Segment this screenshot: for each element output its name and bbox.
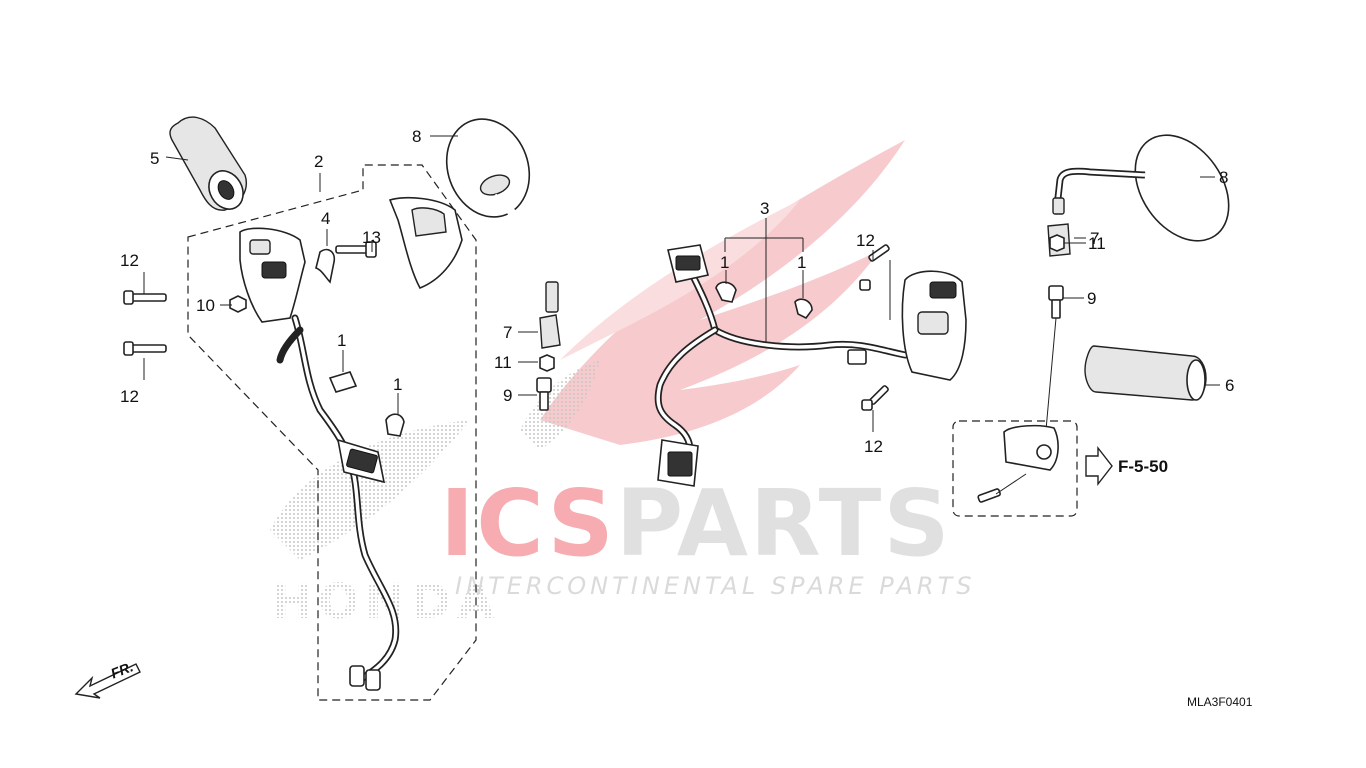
- screw-part-12-lower-left[interactable]: [123, 341, 167, 356]
- screw-part-12-upper-right[interactable]: [859, 244, 890, 291]
- brand-tagline: INTERCONTINENTAL SPARE PARTS: [455, 572, 975, 600]
- callout-9-left: 9: [503, 386, 512, 405]
- wire-clamp-part-1-right-b[interactable]: [794, 298, 813, 320]
- callout-10: 10: [196, 296, 215, 315]
- right-switch-harness[interactable]: [654, 244, 909, 487]
- callout-1-left-a: 1: [337, 331, 346, 350]
- left-grip[interactable]: [169, 116, 250, 215]
- screw-part-12-lower-right[interactable]: [861, 385, 889, 411]
- watermark: HONDA ICSPARTS INTERCONTINENTAL SPARE PA…: [270, 140, 975, 630]
- callout-12-upper-right: 12: [856, 231, 875, 250]
- wire-clamp-part-1-left-a[interactable]: [328, 371, 358, 393]
- callout-7-left: 7: [503, 323, 512, 342]
- nut-part-10[interactable]: [229, 295, 247, 313]
- wire-clamp-part-1-right-a[interactable]: [715, 281, 737, 303]
- callout-2: 2: [314, 152, 323, 171]
- leader-lines: [143, 135, 1220, 432]
- nut-part-11-left[interactable]: [539, 354, 555, 372]
- adapter-part-9-right[interactable]: [1048, 285, 1064, 319]
- callout-8-right: 8: [1219, 168, 1228, 187]
- diagram-code: MLA3F0401: [1187, 695, 1253, 709]
- brand-accent: ICS: [440, 470, 616, 577]
- front-direction-label: FR.: [108, 658, 135, 681]
- callout-1-left-b: 1: [393, 375, 402, 394]
- mirror-clamp[interactable]: [977, 424, 1059, 503]
- callout-6: 6: [1225, 376, 1234, 395]
- callout-9-right: 9: [1087, 289, 1096, 308]
- callouts: 5 2 4 13 12 10 12 1 1 8 7 11 9 3 1 1 12 …: [120, 127, 1234, 456]
- callout-11-left: 11: [494, 353, 512, 372]
- assembly-outline-left: [187, 164, 477, 701]
- cap-part-7-left[interactable]: [539, 314, 561, 349]
- left-switch-harness: [276, 314, 400, 691]
- callout-8-left: 8: [412, 127, 421, 146]
- left-switch-housing[interactable]: [239, 196, 463, 323]
- callout-5: 5: [150, 149, 159, 168]
- assembly-outline-clamp: [952, 420, 1078, 517]
- brand-rest: PARTS: [616, 470, 952, 577]
- left-mirror[interactable]: [433, 107, 559, 313]
- callout-7-right: 7: [1090, 229, 1099, 248]
- callout-12-lower-right: 12: [864, 437, 883, 456]
- right-mirror[interactable]: [1052, 118, 1248, 259]
- wire-clamp-part-1-left-b[interactable]: [385, 413, 405, 437]
- callout-12-upper-left: 12: [120, 251, 139, 270]
- callout-4: 4: [321, 209, 330, 228]
- front-direction-arrow-icon: [74, 663, 141, 699]
- callout-11-right: 11: [1088, 234, 1106, 253]
- callout-12-lower-left: 12: [120, 387, 139, 406]
- right-switch-housing[interactable]: [889, 260, 967, 381]
- adapter-part-9-left[interactable]: [536, 377, 552, 411]
- callout-3: 3: [760, 199, 769, 218]
- svg-text:ICSPARTS: ICSPARTS: [440, 470, 952, 577]
- reference-label[interactable]: F-5-50: [1118, 457, 1168, 476]
- right-grip[interactable]: [1084, 345, 1207, 401]
- clip-part-4[interactable]: [315, 248, 336, 284]
- callout-1-right-b: 1: [797, 253, 806, 272]
- nut-part-11-right[interactable]: [1049, 234, 1065, 252]
- callout-13: 13: [362, 228, 381, 247]
- callout-1-right-a: 1: [720, 253, 729, 272]
- reference-arrow-icon[interactable]: [1085, 445, 1113, 487]
- screw-part-12-upper-left[interactable]: [123, 290, 167, 305]
